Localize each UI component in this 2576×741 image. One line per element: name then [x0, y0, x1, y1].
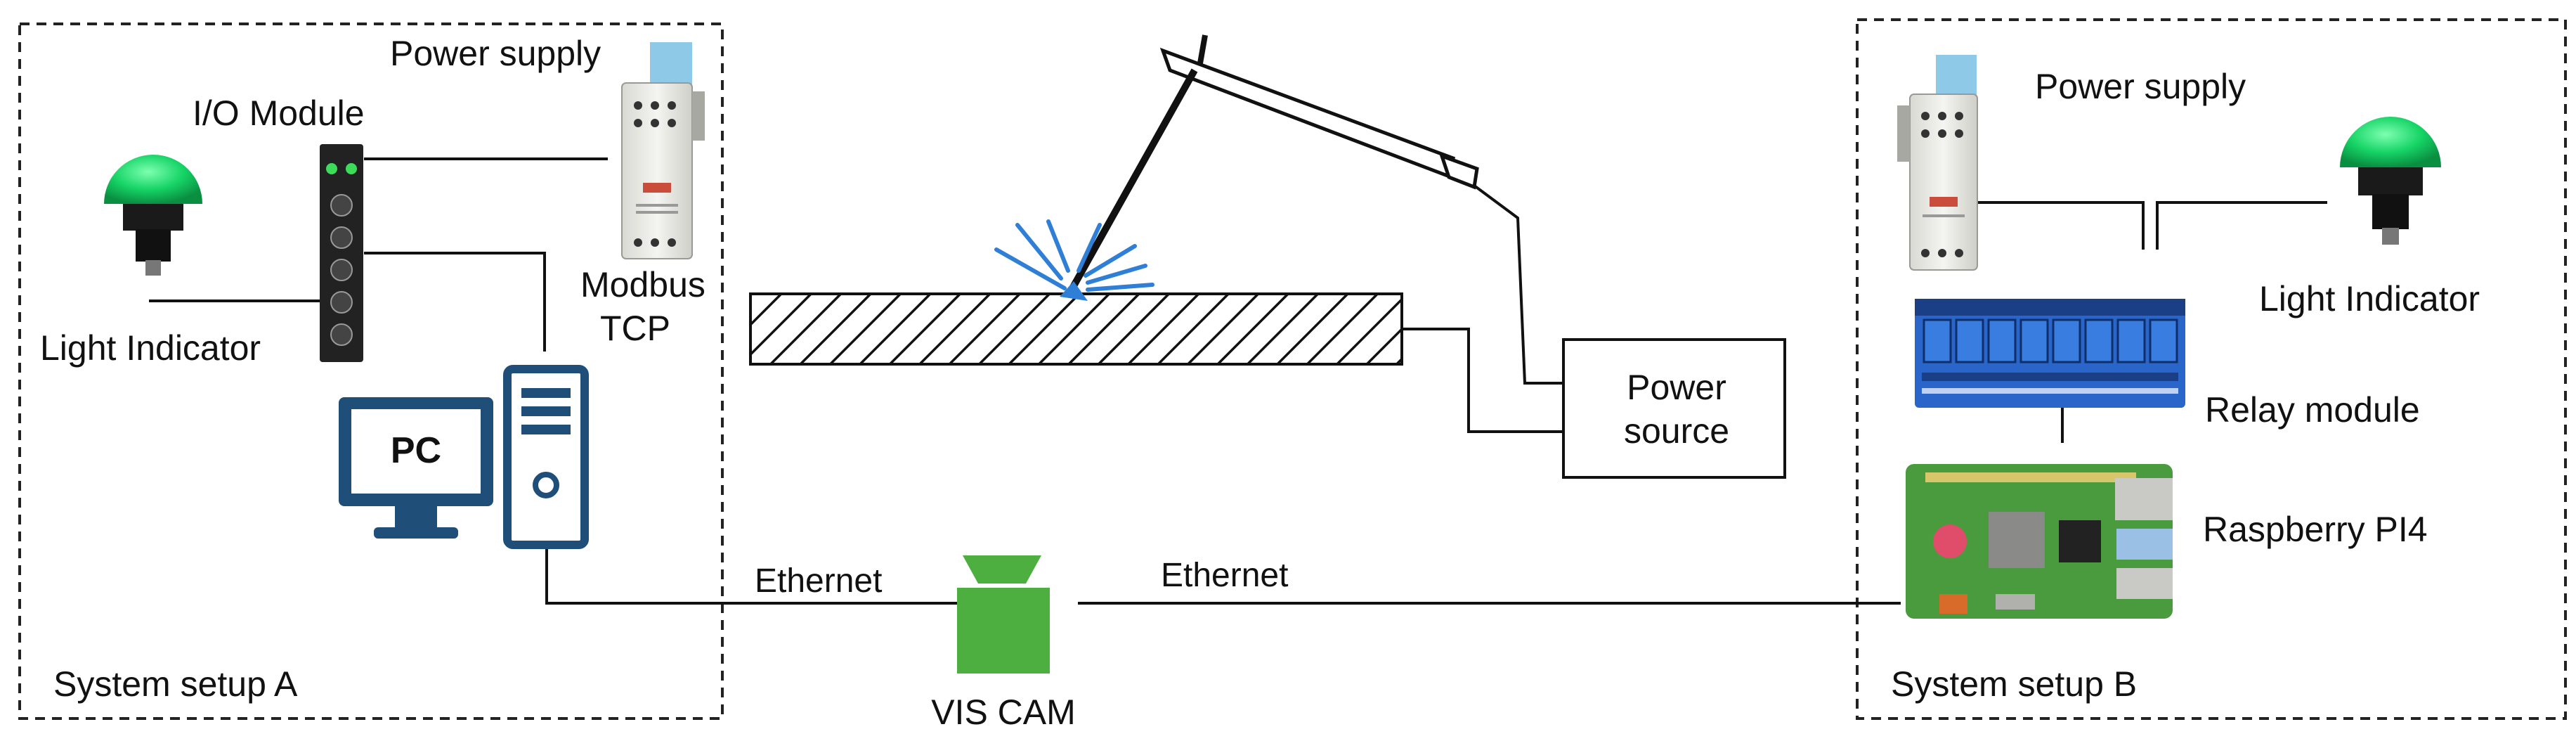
- modbus-label: Modbus: [580, 265, 705, 304]
- system-setup-a-frame: [18, 22, 724, 720]
- light-indicator-a-label: Light Indicator: [40, 328, 261, 368]
- power-supply-b-label: Power supply: [2035, 67, 2246, 106]
- system-setup-b-frame: [1856, 18, 2567, 720]
- ethernet-left-label: Ethernet: [755, 562, 882, 600]
- power-source-label-line1: Power: [1627, 368, 1726, 407]
- power-supply-b-icon: [1897, 55, 1978, 271]
- welding-spark-lines: [994, 219, 1154, 292]
- light-indicator-a-icon: [104, 155, 202, 276]
- relay-module-label: Relay module: [2205, 390, 2420, 430]
- wire-torch-power-source: [1473, 184, 1563, 385]
- raspberry-pi-label: Raspberry PI4: [2203, 510, 2428, 549]
- tcp-label: TCP: [600, 309, 670, 348]
- vis-cam-icon: [957, 555, 1050, 674]
- pc-label: PC: [391, 430, 441, 471]
- io-module-label: I/O Module: [193, 94, 365, 133]
- wire-io-pc: [364, 252, 546, 352]
- power-supply-a-label: Power supply: [390, 34, 601, 73]
- wire-workpiece-power-source: [1402, 328, 1563, 433]
- light-indicator-b-label: Light Indicator: [2259, 279, 2480, 318]
- pc-icon: [339, 365, 589, 549]
- io-module-icon: [320, 144, 363, 362]
- system-setup-a-caption: System setup A: [53, 664, 298, 704]
- wire-b-light-indicator: [2156, 201, 2327, 250]
- power-supply-a-icon: [621, 42, 705, 259]
- power-source-box: [1562, 338, 1786, 479]
- welding-torch-icon: [1060, 34, 1479, 301]
- raspberry-pi-icon: [1906, 464, 2173, 619]
- wire-b-power-supply: [1975, 201, 2145, 250]
- ethernet-right-label: Ethernet: [1161, 557, 1288, 594]
- vis-cam-label: VIS CAM: [931, 692, 1076, 732]
- relay-module-icon: [1915, 299, 2185, 408]
- workpiece-plate: [749, 292, 1403, 366]
- connection-wires: [149, 157, 2327, 605]
- light-indicator-b-icon: [2340, 117, 2441, 245]
- wire-pc-camera: [545, 546, 957, 605]
- power-source-label-line2: source: [1624, 411, 1729, 451]
- system-setup-b-caption: System setup B: [1891, 664, 2137, 704]
